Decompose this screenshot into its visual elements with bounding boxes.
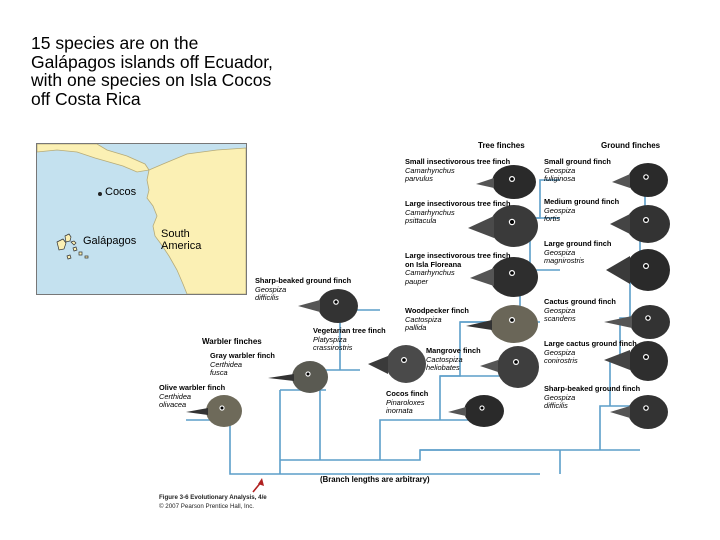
root-arrow <box>253 478 264 492</box>
label-large-insectivorous-tree: Large insectivorous tree finch Camarhync… <box>405 200 511 226</box>
label-vegetarian-tree: Vegetarian tree finch Platyspiza crassir… <box>313 327 386 353</box>
label-cactus-ground: Cactus ground finch Geospiza scandens <box>544 298 616 324</box>
label-woodpecker: Woodpecker finch Cactospiza pallida <box>405 307 469 333</box>
label-small-insectivorous-tree: Small insectivorous tree finch Camarhync… <box>405 158 510 184</box>
species-sci: fuliginosa <box>544 175 611 184</box>
label-floreana-tree: Large insectivorous tree finch on Isla F… <box>405 252 511 286</box>
label-sharp-beaked-ground-left: Sharp-beaked ground finch Geospiza diffi… <box>255 277 351 303</box>
species-sci: difficilis <box>544 402 640 411</box>
label-large-ground: Large ground finch Geospiza magnirostris <box>544 240 611 266</box>
bird-gray-warbler-icon <box>268 360 328 394</box>
species-sci: fortis <box>544 215 619 224</box>
branch-length-note: (Branch lengths are arbitrary) <box>320 475 430 484</box>
header-ground-finches: Ground finches <box>601 141 660 150</box>
species-sci: fusca <box>210 369 275 378</box>
label-cocos: Cocos finch Pinaroloxes inornata <box>386 390 428 416</box>
species-sci: difficilis <box>255 294 351 303</box>
species-sci: parvulus <box>405 175 510 184</box>
species-sci: conirostris <box>544 357 637 366</box>
bird-cocos-icon <box>446 394 504 428</box>
label-small-ground: Small ground finch Geospiza fuliginosa <box>544 158 611 184</box>
bird-large-ground-icon <box>604 248 670 292</box>
species-sci: pallida <box>405 324 469 333</box>
species-sci: crassirostris <box>313 344 386 353</box>
label-large-cactus-ground: Large cactus ground finch Geospiza conir… <box>544 340 637 366</box>
caption-line: © 2007 Pearson Prentice Hall, Inc. <box>159 503 267 512</box>
label-olive-warbler: Olive warbler finch Certhidea olivacea <box>159 384 225 410</box>
label-sharp-beaked-ground-right: Sharp-beaked ground finch Geospiza diffi… <box>544 385 640 411</box>
bird-small-ground-icon <box>608 162 668 198</box>
header-tree-finches: Tree finches <box>478 141 525 150</box>
label-gray-warbler: Gray warbler finch Certhidea fusca <box>210 352 275 378</box>
label-mangrove: Mangrove finch Cactospiza heliobates <box>426 347 481 373</box>
species-sci: pauper <box>405 278 511 287</box>
header-warbler-finches: Warbler finches <box>202 337 262 346</box>
species-sci: inornata <box>386 407 428 416</box>
species-sci: scandens <box>544 315 616 324</box>
species-sci: heliobates <box>426 364 481 373</box>
species-sci: psittacula <box>405 217 511 226</box>
species-sci: olivacea <box>159 401 225 410</box>
species-sci: magnirostris <box>544 257 611 266</box>
label-medium-ground: Medium ground finch Geospiza fortis <box>544 198 619 224</box>
bird-mangrove-icon <box>478 344 540 390</box>
bird-woodpecker-icon <box>466 304 538 344</box>
figure-caption: Figure 3-6 Evolutionary Analysis, 4/e © … <box>159 494 267 511</box>
caption-line: Figure 3-6 Evolutionary Analysis, 4/e <box>159 494 267 503</box>
